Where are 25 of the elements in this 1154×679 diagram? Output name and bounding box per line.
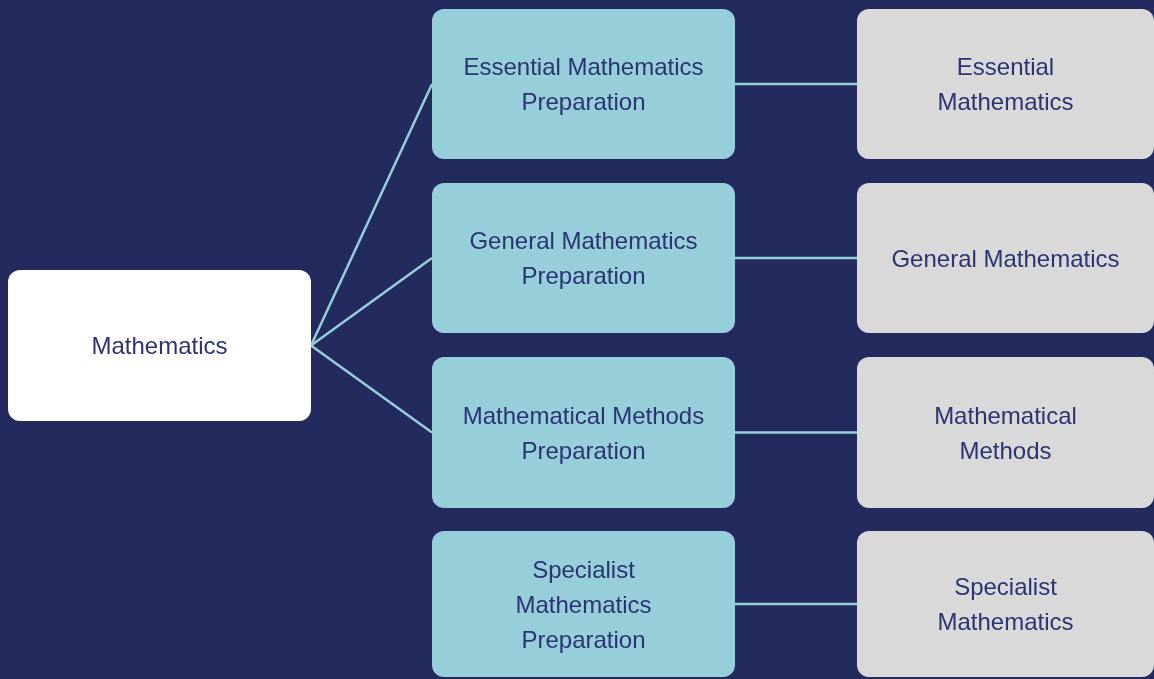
preparation-box [432, 9, 735, 159]
preparation-box [432, 357, 735, 508]
course-box [857, 357, 1154, 508]
preparation-box [432, 183, 735, 333]
course-box [857, 183, 1154, 333]
box-label: Mathematical Methods [933, 400, 1078, 466]
box-label: General Mathematics Preparation [468, 226, 699, 291]
connector-line [310, 344, 433, 434]
box-label: Specialist Mathematics [936, 572, 1075, 637]
connector-line [735, 602, 857, 606]
course-box [857, 9, 1154, 159]
connector-line [735, 256, 857, 260]
box-label: General Mathematics [891, 243, 1120, 274]
box-label: Specialist Mathematics Preparation [514, 554, 653, 655]
box-label: Essential Mathematics [936, 52, 1075, 117]
connector-line [309, 83, 434, 347]
root-box [8, 270, 311, 421]
preparation-box [432, 531, 735, 677]
box-label: Mathematics [91, 331, 228, 361]
box-label: Mathematical Methods Preparation [462, 400, 705, 466]
connector-line [310, 257, 433, 347]
course-box [857, 531, 1154, 677]
connector-line [735, 82, 857, 86]
connector-line [735, 431, 857, 434]
box-label: Essential Mathematics Preparation [462, 52, 705, 117]
